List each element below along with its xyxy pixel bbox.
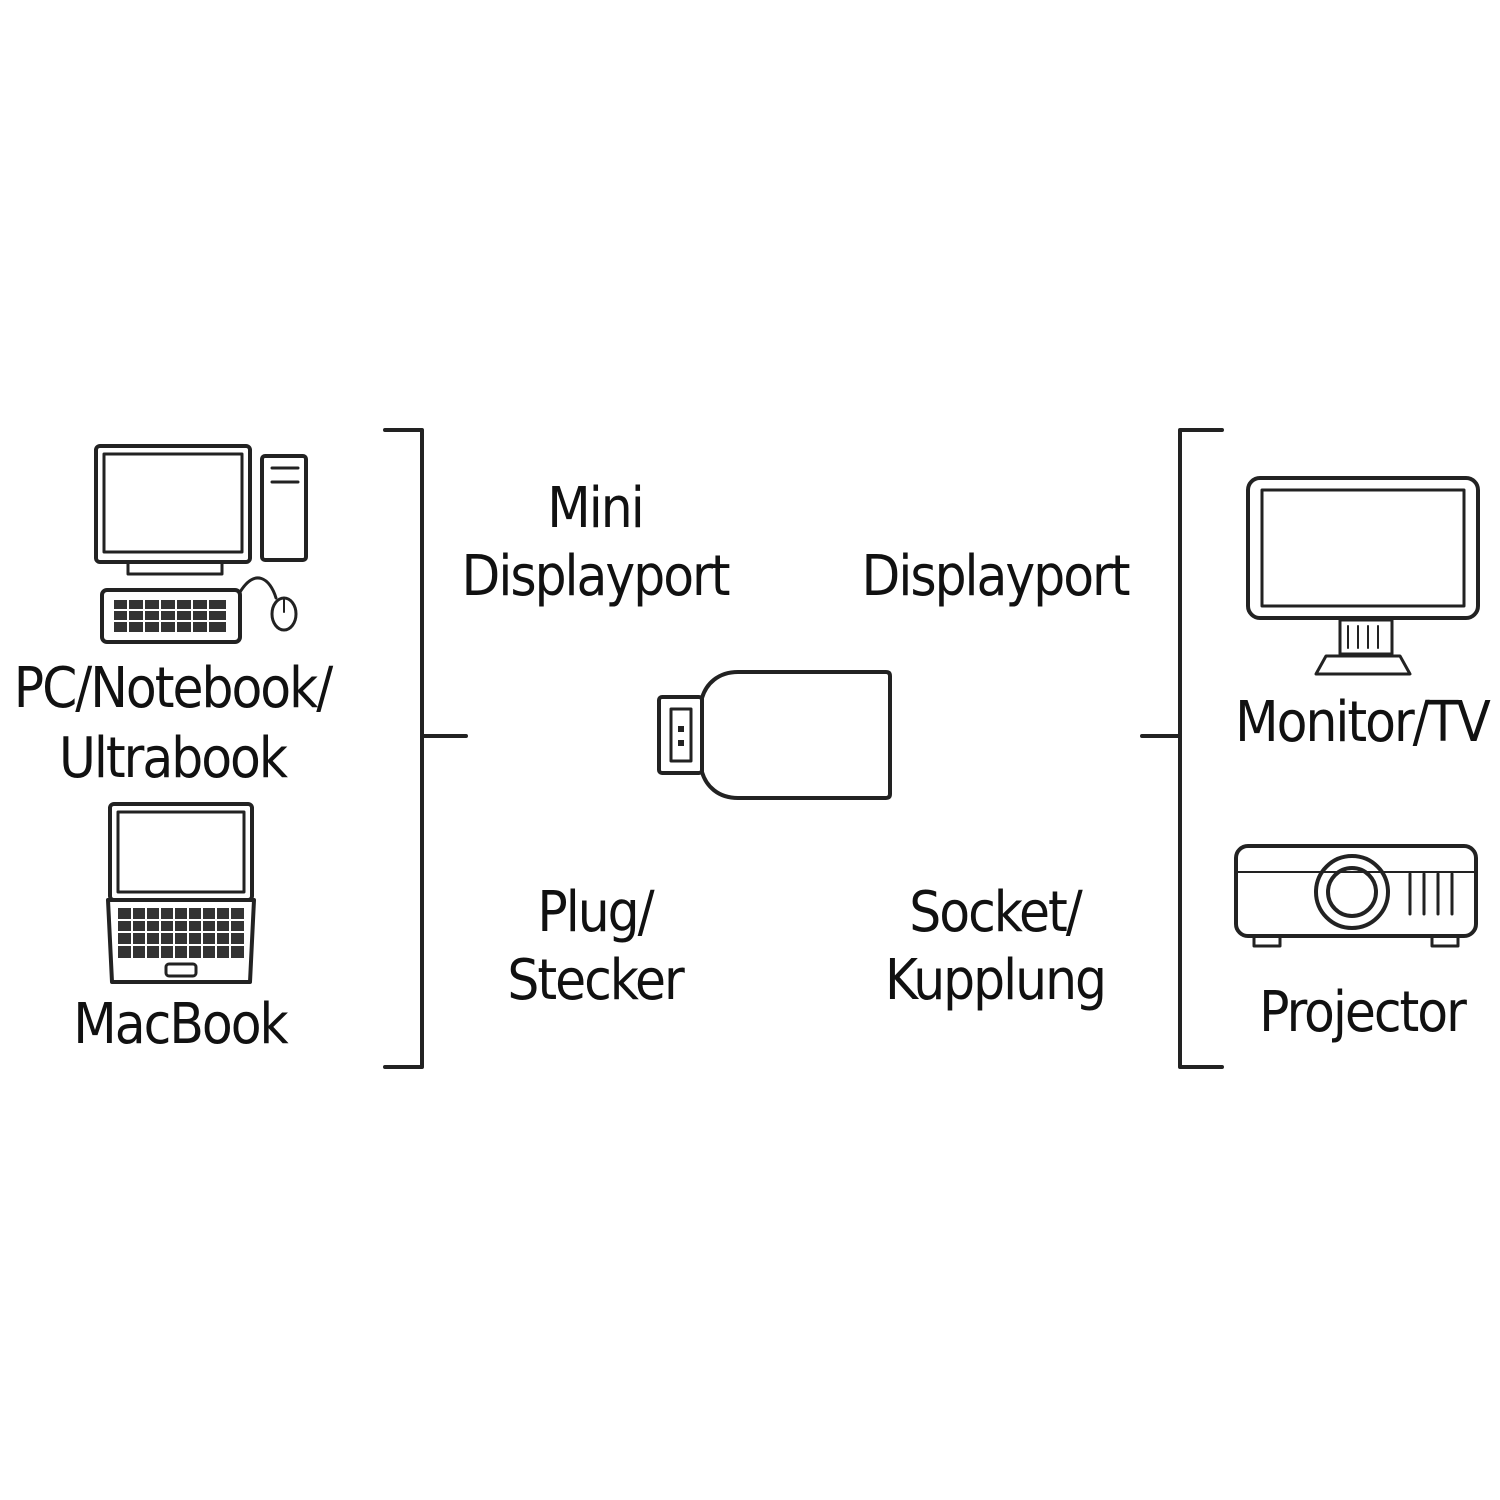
left-bracket: [383, 428, 468, 1069]
adapter-icon: [657, 670, 892, 800]
socket-gender-line2: Kupplung: [884, 948, 1107, 1013]
desktop-pc-icon: [94, 444, 308, 644]
socket-gender-line1: Socket/: [909, 880, 1082, 945]
macbook-label: MacBook: [73, 992, 288, 1057]
right-bracket: [1140, 428, 1224, 1069]
projector-label: Projector: [1259, 980, 1467, 1045]
plug-type-line2: Displayport: [461, 544, 731, 609]
socket-type-label: Displayport: [861, 544, 1131, 609]
devices-label-line2: Ultrabook: [59, 726, 288, 791]
plug-gender-line2: Stecker: [507, 948, 684, 1013]
devices-label-line1: PC/Notebook/: [13, 656, 334, 721]
laptop-icon: [106, 802, 256, 984]
monitor-icon: [1246, 476, 1480, 676]
projector-icon: [1234, 844, 1478, 948]
plug-gender-line1: Plug/: [537, 880, 654, 945]
plug-type-line1: Mini: [547, 476, 644, 541]
monitor-label: Monitor/TV: [1235, 690, 1491, 755]
